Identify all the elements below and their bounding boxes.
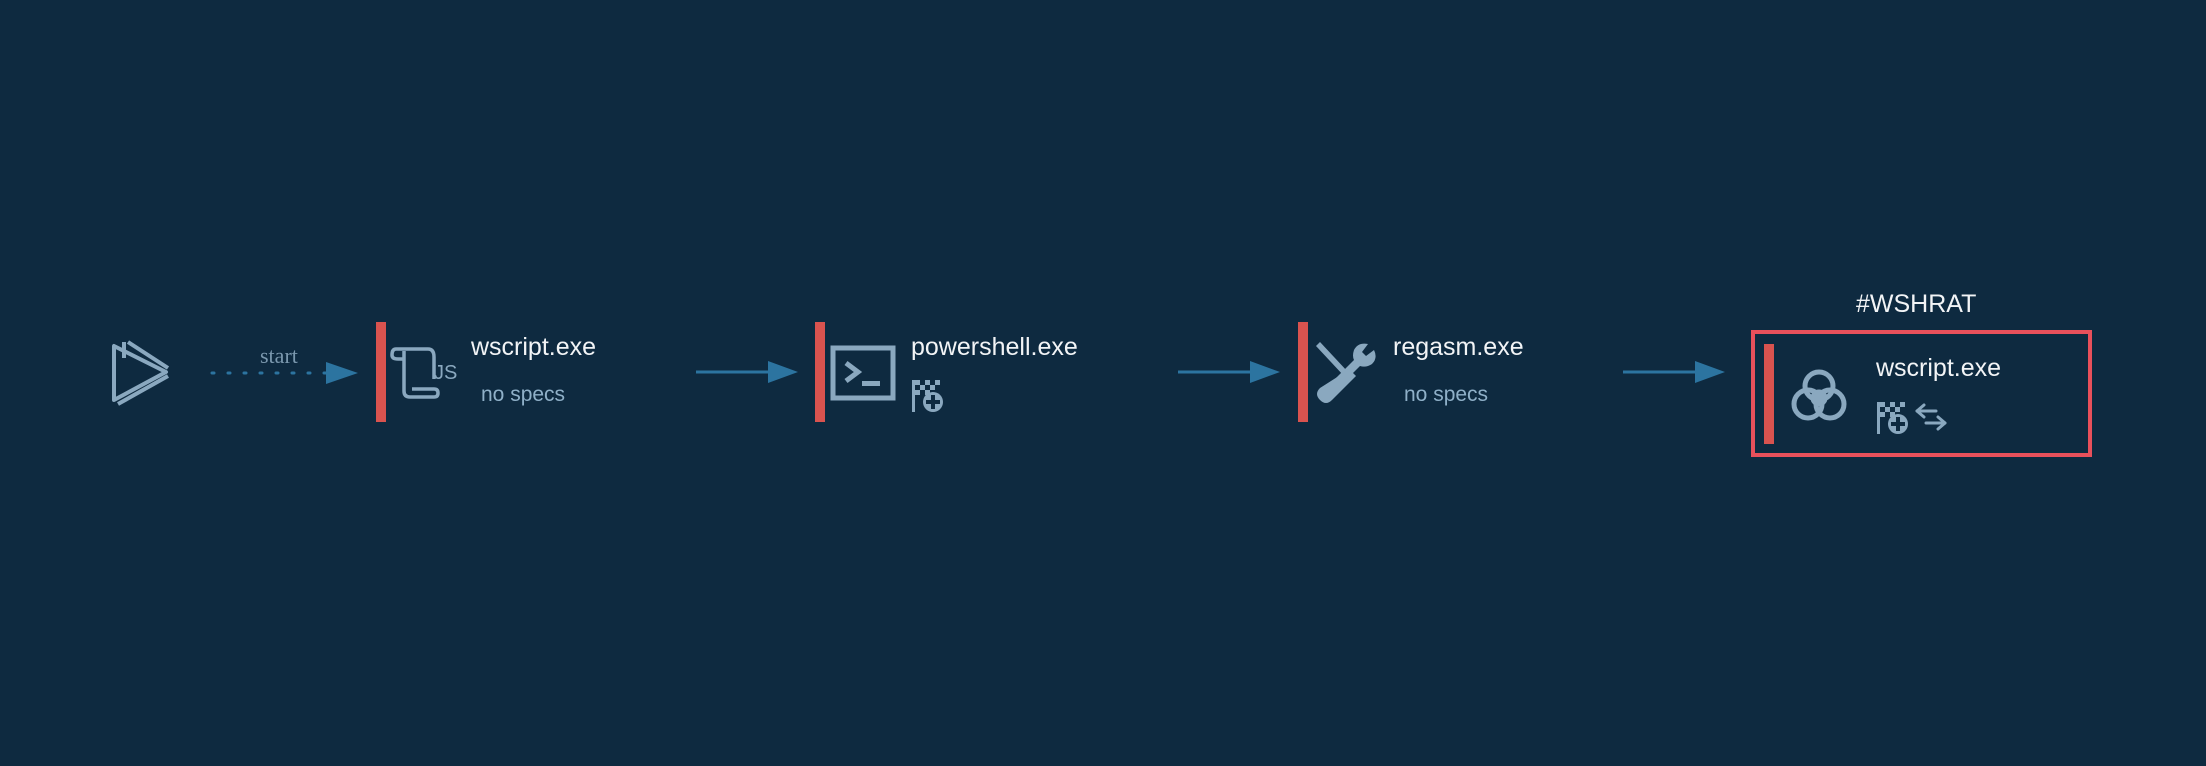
malicious-node-frame[interactable]	[1751, 330, 2092, 457]
start-edge	[210, 360, 360, 386]
edge-arrow	[1176, 358, 1282, 386]
tools-icon[interactable]	[1312, 340, 1378, 406]
start-icon	[110, 338, 172, 408]
network-exchange-icon	[1914, 402, 1948, 432]
edge-arrow	[694, 358, 800, 386]
edge-arrow	[1621, 358, 1727, 386]
biohazard-icon[interactable]	[1786, 362, 1852, 428]
svg-text:JS: JS	[434, 362, 457, 384]
node-subtitle: no specs	[481, 383, 566, 406]
start-flag-icon	[911, 378, 945, 414]
node-name[interactable]: wscript.exe	[471, 333, 597, 361]
node-name[interactable]: wscript.exe	[1876, 354, 2002, 382]
node-severity-bar	[815, 322, 825, 422]
node-severity-bar	[1298, 322, 1308, 422]
start-flag-icon	[1876, 400, 1910, 436]
node-name[interactable]: regasm.exe	[1393, 333, 1524, 361]
start-label: start	[260, 343, 298, 368]
threat-tag[interactable]: #WSHRAT	[1856, 290, 1977, 318]
node-severity-bar	[1764, 344, 1774, 444]
js-script-icon[interactable]: JS	[390, 345, 460, 401]
node-name[interactable]: powershell.exe	[911, 333, 1078, 361]
node-subtitle: no specs	[1404, 383, 1489, 406]
terminal-icon[interactable]	[830, 345, 896, 401]
node-severity-bar	[376, 322, 386, 422]
